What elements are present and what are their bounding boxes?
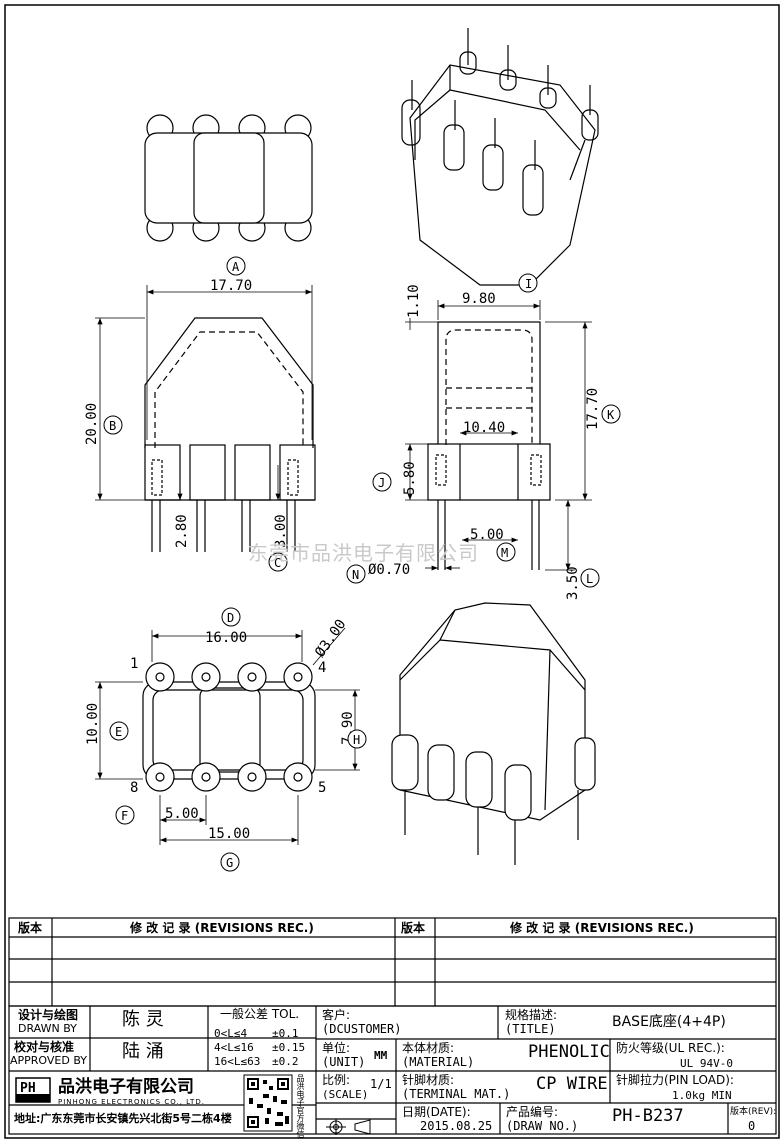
sheet-border [4,4,780,1139]
pin-label-8: 8 [130,780,138,796]
front-view [95,285,316,552]
balloon-n: N [346,564,366,584]
side-view [405,300,592,571]
dim-n: Ø0.70 [368,562,410,578]
dim-e: 10.00 [85,703,101,745]
svg-text:C: C [274,556,281,570]
svg-text:K: K [607,408,615,422]
svg-text:D: D [227,611,234,625]
isometric-view-bottom [391,602,596,865]
dim-a: 17.70 [210,278,252,294]
svg-text:J: J [378,476,385,490]
projection-symbol [326,1119,371,1135]
svg-text:N: N [352,568,359,582]
svg-text:A: A [232,260,240,274]
dim-mid: 10.40 [463,420,505,436]
balloon-g: G [220,852,240,872]
dim-hole: Ø3.00 [312,617,349,661]
balloon-c: C [268,552,288,572]
svg-text:G: G [226,856,233,870]
dim-l: 3.50 [565,566,581,600]
balloon-j: J [372,472,392,492]
title-block [8,1005,777,1135]
qr-code [243,1074,293,1132]
balloon-a: A [226,256,246,276]
top-view-small [144,114,313,242]
svg-text:H: H [353,733,360,747]
balloon-e: E [109,721,129,741]
dim-c: 3.00 [273,514,289,548]
dim-m: 5.00 [470,527,504,543]
dim-k: 17.70 [585,388,601,430]
pin-label-5: 5 [318,780,326,796]
pin-label-1: 1 [130,656,138,672]
svg-text:L: L [586,572,593,586]
svg-text:F: F [121,809,128,823]
dim-d: 16.00 [205,630,247,646]
revisions-table [8,917,777,1007]
balloon-i: I [518,273,538,293]
dim-j: 5.80 [402,461,418,495]
dim-g: 15.00 [208,826,250,842]
dim-i-top: 1.10 [406,284,422,318]
svg-text:M: M [501,546,508,560]
dim-i: 9.80 [462,291,496,307]
balloon-b: B [103,415,123,435]
balloon-k: K [601,404,621,424]
svg-text:B: B [109,419,116,433]
dim-b: 20.00 [84,403,100,445]
balloon-f: F [115,805,135,825]
balloon-d: D [221,607,241,627]
company-logo: PH [15,1077,51,1103]
bottom-view [95,627,360,845]
pin-label-4: 4 [318,660,326,676]
watermark: 东莞市品洪电子有限公司 [248,541,479,565]
balloon-l: L [580,568,600,588]
svg-text:E: E [115,725,122,739]
isometric-view-top [401,28,599,286]
dim-f: 5.00 [165,806,199,822]
svg-text:PH: PH [20,1081,36,1096]
balloon-h: H [347,729,367,749]
svg-text:I: I [525,277,532,291]
dim-c2: 2.80 [174,514,190,548]
balloon-m: M [496,542,516,562]
